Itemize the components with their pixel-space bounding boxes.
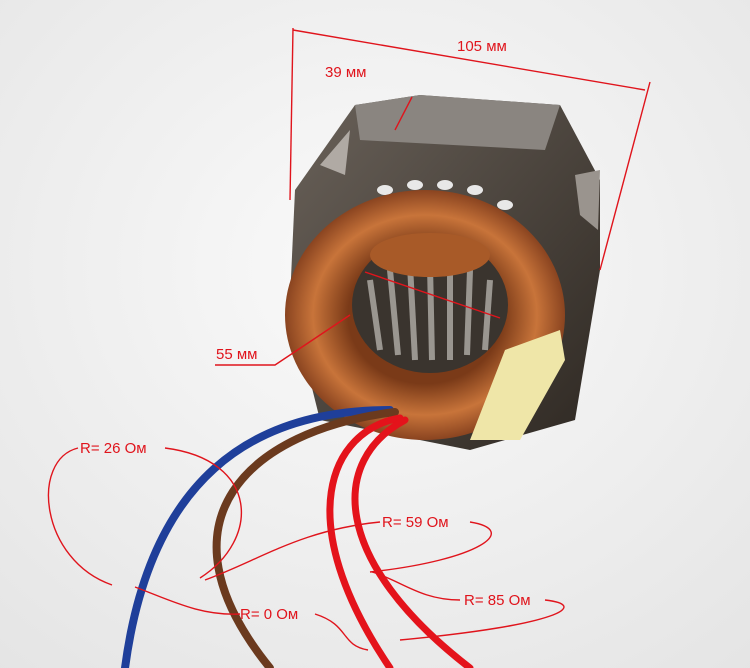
inner-diameter-label: 55 мм	[216, 346, 258, 363]
wire-brown	[212, 408, 399, 668]
annotation-lines	[47, 27, 651, 651]
resistance-26-label: R= 26 Ом	[80, 440, 147, 457]
resistance-0-label: R= 0 Ом	[240, 606, 299, 623]
resistance-85-label: R= 85 Ом	[464, 592, 531, 609]
insulation-tape	[470, 330, 565, 440]
wire-red-2	[351, 416, 474, 668]
length-label: 105 мм	[457, 38, 507, 55]
wire-blue	[121, 406, 394, 668]
height-label: 39 мм	[325, 64, 367, 81]
slot-insulators	[377, 180, 513, 210]
wire-red-1	[326, 414, 404, 668]
resistance-59-label: R= 59 Ом	[382, 514, 449, 531]
copper-winding	[285, 190, 565, 440]
lead-wires	[121, 406, 474, 668]
